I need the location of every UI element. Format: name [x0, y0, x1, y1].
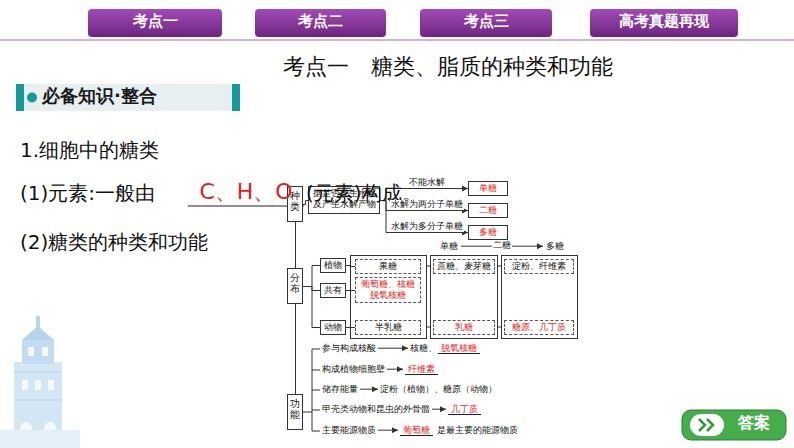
tab-label: 考点三	[464, 13, 509, 30]
function-answer: 核糖、	[410, 343, 437, 353]
leader-arrow	[432, 409, 446, 410]
tab-label: 考点二	[298, 13, 343, 30]
function-text: 是最主要的能源物质	[437, 425, 518, 435]
slide-title: 考点一 糖类、脂质的种类和功能	[283, 54, 613, 79]
section-badge-text: 必备知识·整合	[42, 86, 157, 107]
building-illustration	[0, 316, 80, 448]
answer-box: 二糖	[468, 203, 508, 218]
body-text: (1)元素:一般由	[20, 182, 155, 205]
function-text: 主要能源物质	[322, 425, 376, 435]
connector	[346, 266, 355, 267]
connector	[295, 304, 296, 394]
function-answer: 纤维素	[405, 364, 438, 375]
connector	[303, 287, 320, 328]
answer-box: 多糖	[468, 225, 508, 240]
leader-arrow	[387, 369, 403, 370]
column-frame	[351, 256, 578, 339]
group-box: 植物	[320, 258, 346, 273]
function-answer: 脱氧核糖	[438, 343, 480, 354]
function-text: 构成植物细胞壁	[322, 364, 385, 374]
connector	[380, 201, 468, 233]
function-text: 储存能量	[322, 384, 358, 394]
sugar-name: 单糖	[440, 241, 458, 251]
box-text: 果糖	[358, 261, 418, 272]
group-box: 动物	[320, 320, 346, 335]
answer-button-text: 答案	[738, 414, 770, 432]
edge-label: 不能水解	[408, 178, 446, 187]
sugar-cell: 果糖	[355, 259, 421, 274]
box-text: 动物	[323, 322, 343, 333]
category-box: 功能	[287, 394, 303, 430]
section-badge	[16, 84, 240, 111]
tab-bar	[0, 9, 794, 40]
body-text: (2)糖类的种类和功能	[20, 231, 208, 254]
box-text: 共有	[323, 285, 343, 296]
sugar-cell: 葡萄糖、核糖 脱氧核糖	[355, 277, 421, 303]
function-text: 甲壳类动物和昆虫的外骨骼	[322, 404, 430, 414]
arrow-label: 二糖	[492, 241, 512, 251]
box-text: 淀粉、纤维素	[507, 261, 571, 272]
box-text: 多糖	[471, 227, 505, 238]
box-text: 葡萄糖、核糖 脱氧核糖	[358, 279, 418, 301]
edge-label: 水解为多分子单糖	[390, 222, 464, 231]
sugar-cell: 蔗糖、麦芽糖	[433, 259, 495, 274]
box-text: 单糖	[471, 183, 505, 194]
tab-label: 高考真题再现	[619, 13, 709, 30]
connector	[295, 222, 296, 268]
connector	[346, 290, 355, 291]
leader-arrow	[360, 389, 378, 390]
connector	[346, 327, 355, 328]
box-text: 半乳糖	[358, 322, 418, 333]
box-text: 乳糖	[436, 322, 492, 333]
box-text: 植物	[323, 260, 343, 271]
category-box: 分布	[287, 268, 303, 304]
connector	[380, 201, 468, 211]
box-text: 分布	[290, 272, 300, 294]
function-answer: 几丁质	[448, 404, 481, 415]
leader-arrow	[378, 430, 398, 431]
leader-arrow	[378, 348, 408, 349]
box-text: 糖原、几丁质	[507, 322, 571, 333]
sugar-cell: 糖原、几丁质	[504, 320, 574, 335]
sugar-cell: 乳糖	[433, 320, 495, 335]
edge-label: 水解为两分子单糖	[390, 200, 464, 209]
answer-button	[682, 410, 786, 440]
box-text: 蔗糖、麦芽糖	[436, 261, 492, 272]
connector	[303, 266, 320, 287]
sugar-name: 多糖	[546, 241, 564, 251]
function-text: 参与构成核酸	[322, 343, 376, 353]
function-branch	[303, 349, 320, 431]
function-answer: 淀粉（植物）、糖原（动物）	[380, 384, 497, 394]
answer-text: C、H、O	[199, 179, 292, 204]
section-heading: 1.细胞中的糖类	[20, 139, 159, 162]
answer-box: 单糖	[468, 181, 508, 196]
tab-label: 考点一	[133, 13, 178, 30]
function-answer: 葡萄糖	[400, 425, 433, 436]
box-text: 二糖	[471, 205, 505, 216]
sugar-cell: 淀粉、纤维素	[504, 259, 574, 274]
group-box: 共有	[320, 283, 346, 298]
box-text: 功能	[290, 398, 300, 420]
sugar-cell: 半乳糖	[355, 320, 421, 335]
